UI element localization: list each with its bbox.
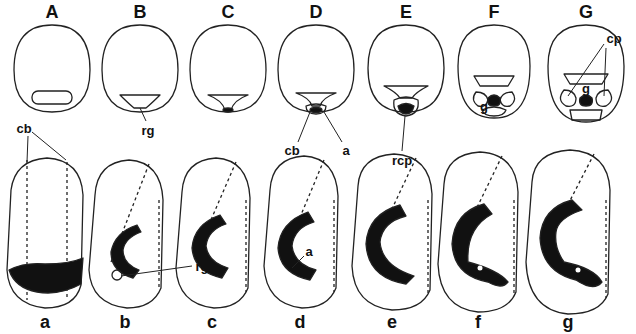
panel-letter: A	[46, 3, 59, 21]
stage-a-front	[14, 25, 90, 112]
panel-letter: d	[295, 313, 306, 331]
stage-c-side	[176, 158, 250, 308]
structure-label: cp	[606, 32, 621, 45]
stage-g-front	[548, 25, 624, 122]
stage-g-side	[526, 150, 610, 314]
panel-letter: f	[475, 313, 481, 331]
panel-letter: a	[40, 313, 50, 331]
structure-label: cb	[284, 144, 299, 157]
structure-label: a	[342, 144, 349, 157]
structure-label: rcp	[392, 154, 412, 167]
stage-c-front	[190, 25, 266, 112]
leader-lines-top	[140, 44, 606, 151]
stage-e-side	[352, 154, 432, 310]
panel-letter: C	[222, 3, 235, 21]
stage-f-front	[458, 25, 530, 118]
panel-letter: g	[563, 313, 574, 331]
structure-label: g	[582, 82, 590, 95]
stage-b-side	[89, 160, 163, 308]
panel-letter: b	[120, 313, 131, 331]
stage-f-side	[438, 152, 518, 312]
panel-letter: E	[400, 3, 412, 21]
structure-label: a	[305, 245, 312, 258]
panel-letter: D	[310, 3, 323, 21]
stage-b-front	[102, 25, 178, 112]
structure-label: g	[480, 100, 488, 113]
stage-a-side	[7, 158, 83, 308]
panel-letter: G	[579, 3, 593, 21]
structure-label: rg	[196, 260, 209, 273]
panel-letter: e	[387, 313, 397, 331]
panel-letter: B	[134, 3, 147, 21]
stage-e-front	[368, 25, 444, 116]
structure-label: rg	[142, 124, 155, 137]
panel-letter: c	[207, 313, 217, 331]
leader-lines-bottom	[27, 132, 304, 276]
panel-letter: F	[489, 3, 500, 21]
structure-label: cb	[16, 122, 31, 135]
stage-d-side	[264, 156, 338, 308]
stage-d-front	[278, 25, 354, 114]
